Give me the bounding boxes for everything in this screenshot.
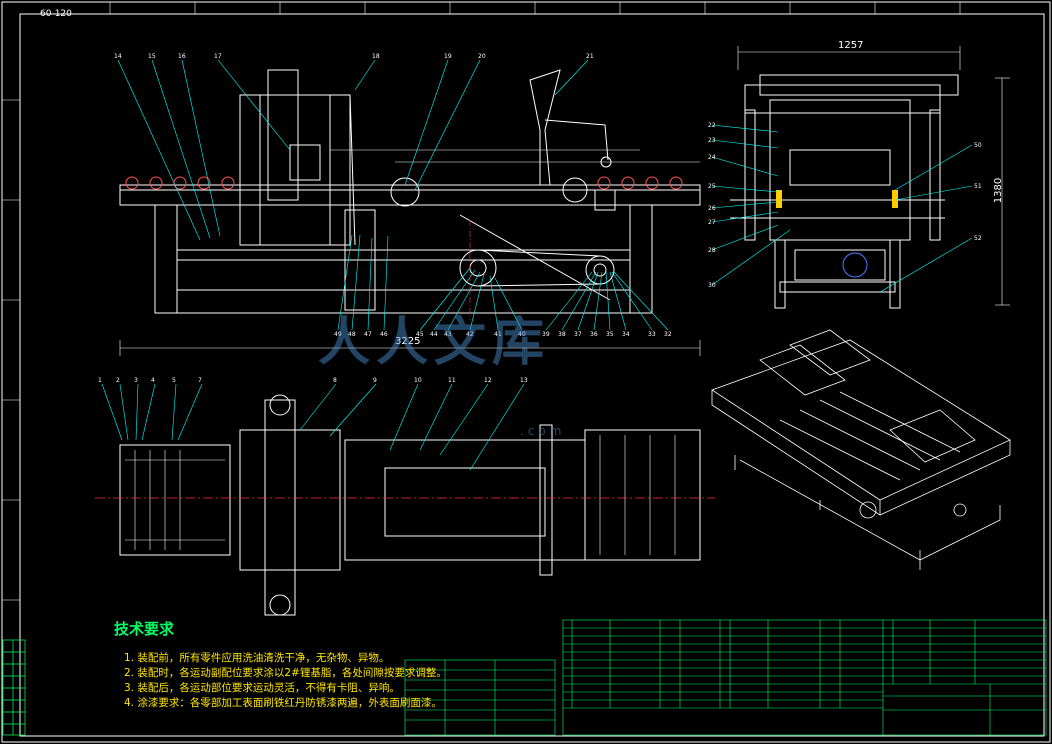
svg-text:49: 49 (334, 331, 342, 338)
bom-legacy-table (404, 659, 556, 736)
side-view (730, 74, 959, 309)
svg-text:39: 39 (542, 331, 550, 338)
svg-text:38: 38 (558, 331, 566, 338)
svg-text:1: 1 (98, 377, 102, 384)
requirement-item: 1. 装配前，所有零件应用洗油清洗干净，无杂物、异物。 (124, 652, 390, 664)
svg-text:36: 36 (590, 331, 598, 338)
svg-text:17: 17 (214, 53, 222, 60)
front-view (119, 69, 701, 356)
svg-text:2: 2 (116, 377, 120, 384)
isometric-view (711, 329, 1011, 570)
svg-text:37: 37 (574, 331, 582, 338)
bill-of-materials (562, 619, 1047, 736)
svg-text:3: 3 (134, 377, 138, 384)
svg-text:10: 10 (414, 377, 422, 384)
svg-text:15: 15 (148, 53, 156, 60)
svg-text:50: 50 (974, 142, 982, 149)
svg-text:43: 43 (444, 331, 452, 338)
svg-text:45: 45 (416, 331, 424, 338)
zone-markers (2, 2, 961, 601)
svg-text:9: 9 (373, 377, 377, 384)
front-view-part-numbers: 14 15 16 17 18 19 20 21 49 48 47 46 45 44 43 42 41 40… (114, 53, 672, 338)
svg-text:42: 42 (466, 331, 474, 338)
svg-text:22: 22 (708, 122, 716, 129)
svg-text:41: 41 (494, 331, 502, 338)
svg-text:28: 28 (708, 247, 716, 254)
svg-text:23: 23 (708, 137, 716, 144)
front-view-leaders (117, 59, 669, 331)
svg-text:18: 18 (372, 53, 380, 60)
svg-text:4: 4 (151, 377, 155, 384)
svg-text:20: 20 (478, 53, 486, 60)
left-stamp-table (2, 639, 26, 736)
side-width-dimension: 1257 (838, 40, 864, 51)
side-view-accents (776, 190, 898, 208)
sheet-code: 60-120 (40, 9, 72, 19)
svg-text:48: 48 (348, 331, 356, 338)
svg-text:40: 40 (518, 331, 526, 338)
svg-text:5: 5 (172, 377, 176, 384)
watermark: 人人文库 (318, 312, 551, 373)
svg-text:27: 27 (708, 219, 716, 226)
top-view (119, 394, 701, 616)
svg-text:35: 35 (606, 331, 614, 338)
svg-text:26: 26 (708, 205, 716, 212)
requirement-item: 2. 装配时，各运动副配位要求涂以2#锂基脂，各处间隙按要求调整。 (124, 667, 447, 679)
svg-text:24: 24 (708, 154, 716, 161)
svg-text:30: 30 (708, 282, 716, 289)
top-view-leaders (101, 383, 525, 471)
side-view-leaders (711, 124, 973, 293)
svg-text:51: 51 (974, 183, 982, 190)
svg-text:11: 11 (448, 377, 456, 384)
overall-length-dimension: 3225 (395, 336, 421, 347)
svg-text:7: 7 (198, 377, 202, 384)
svg-text:16: 16 (178, 53, 186, 60)
requirement-item: 4. 涂漆要求：各零部加工表面刷铁红丹防锈漆两遍，外表面刷面漆。 (124, 697, 442, 709)
requirements-title: 技术要求 (114, 620, 175, 638)
side-view-dimension-lines (737, 46, 1010, 306)
svg-text:8: 8 (333, 377, 337, 384)
svg-text:25: 25 (708, 183, 716, 190)
svg-text:46: 46 (380, 331, 388, 338)
svg-text:47: 47 (364, 331, 372, 338)
svg-text:34: 34 (622, 331, 630, 338)
svg-text:12: 12 (484, 377, 492, 384)
svg-text:21: 21 (586, 53, 594, 60)
svg-text:13: 13 (520, 377, 528, 384)
svg-text:44: 44 (430, 331, 438, 338)
svg-text:33: 33 (648, 331, 656, 338)
requirement-item: 3. 装配后，各运动部位要求运动灵活，不得有卡阻、异响。 (124, 682, 400, 694)
side-view-part-numbers: 22 23 24 25 26 27 28 30 50 51 52 (708, 122, 982, 289)
watermark-sub: .com (520, 424, 566, 438)
svg-text:19: 19 (444, 53, 452, 60)
svg-text:14: 14 (114, 53, 122, 60)
side-height-dimension: 1380 (993, 177, 1005, 204)
svg-text:32: 32 (664, 331, 672, 338)
svg-text:52: 52 (974, 235, 982, 242)
